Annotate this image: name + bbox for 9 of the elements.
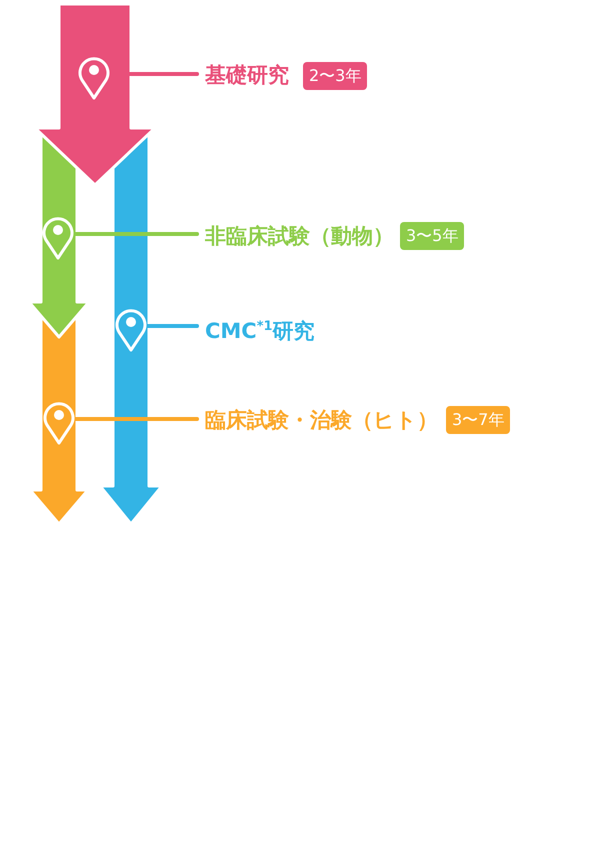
stage-label: 基礎研究 xyxy=(205,62,289,88)
duration-badge: 3〜7年 xyxy=(446,406,510,434)
leader-line xyxy=(145,324,199,328)
stage-label: 非臨床試験（動物） xyxy=(205,223,394,249)
stage-label: CMC$^{*1}$研究 xyxy=(205,314,315,344)
leader-line xyxy=(73,417,199,421)
stage-label: 臨床試験・治験（ヒト） xyxy=(205,407,438,433)
duration-badge: 3〜5年 xyxy=(400,222,464,250)
duration-badge: 2〜3年 xyxy=(303,62,368,90)
